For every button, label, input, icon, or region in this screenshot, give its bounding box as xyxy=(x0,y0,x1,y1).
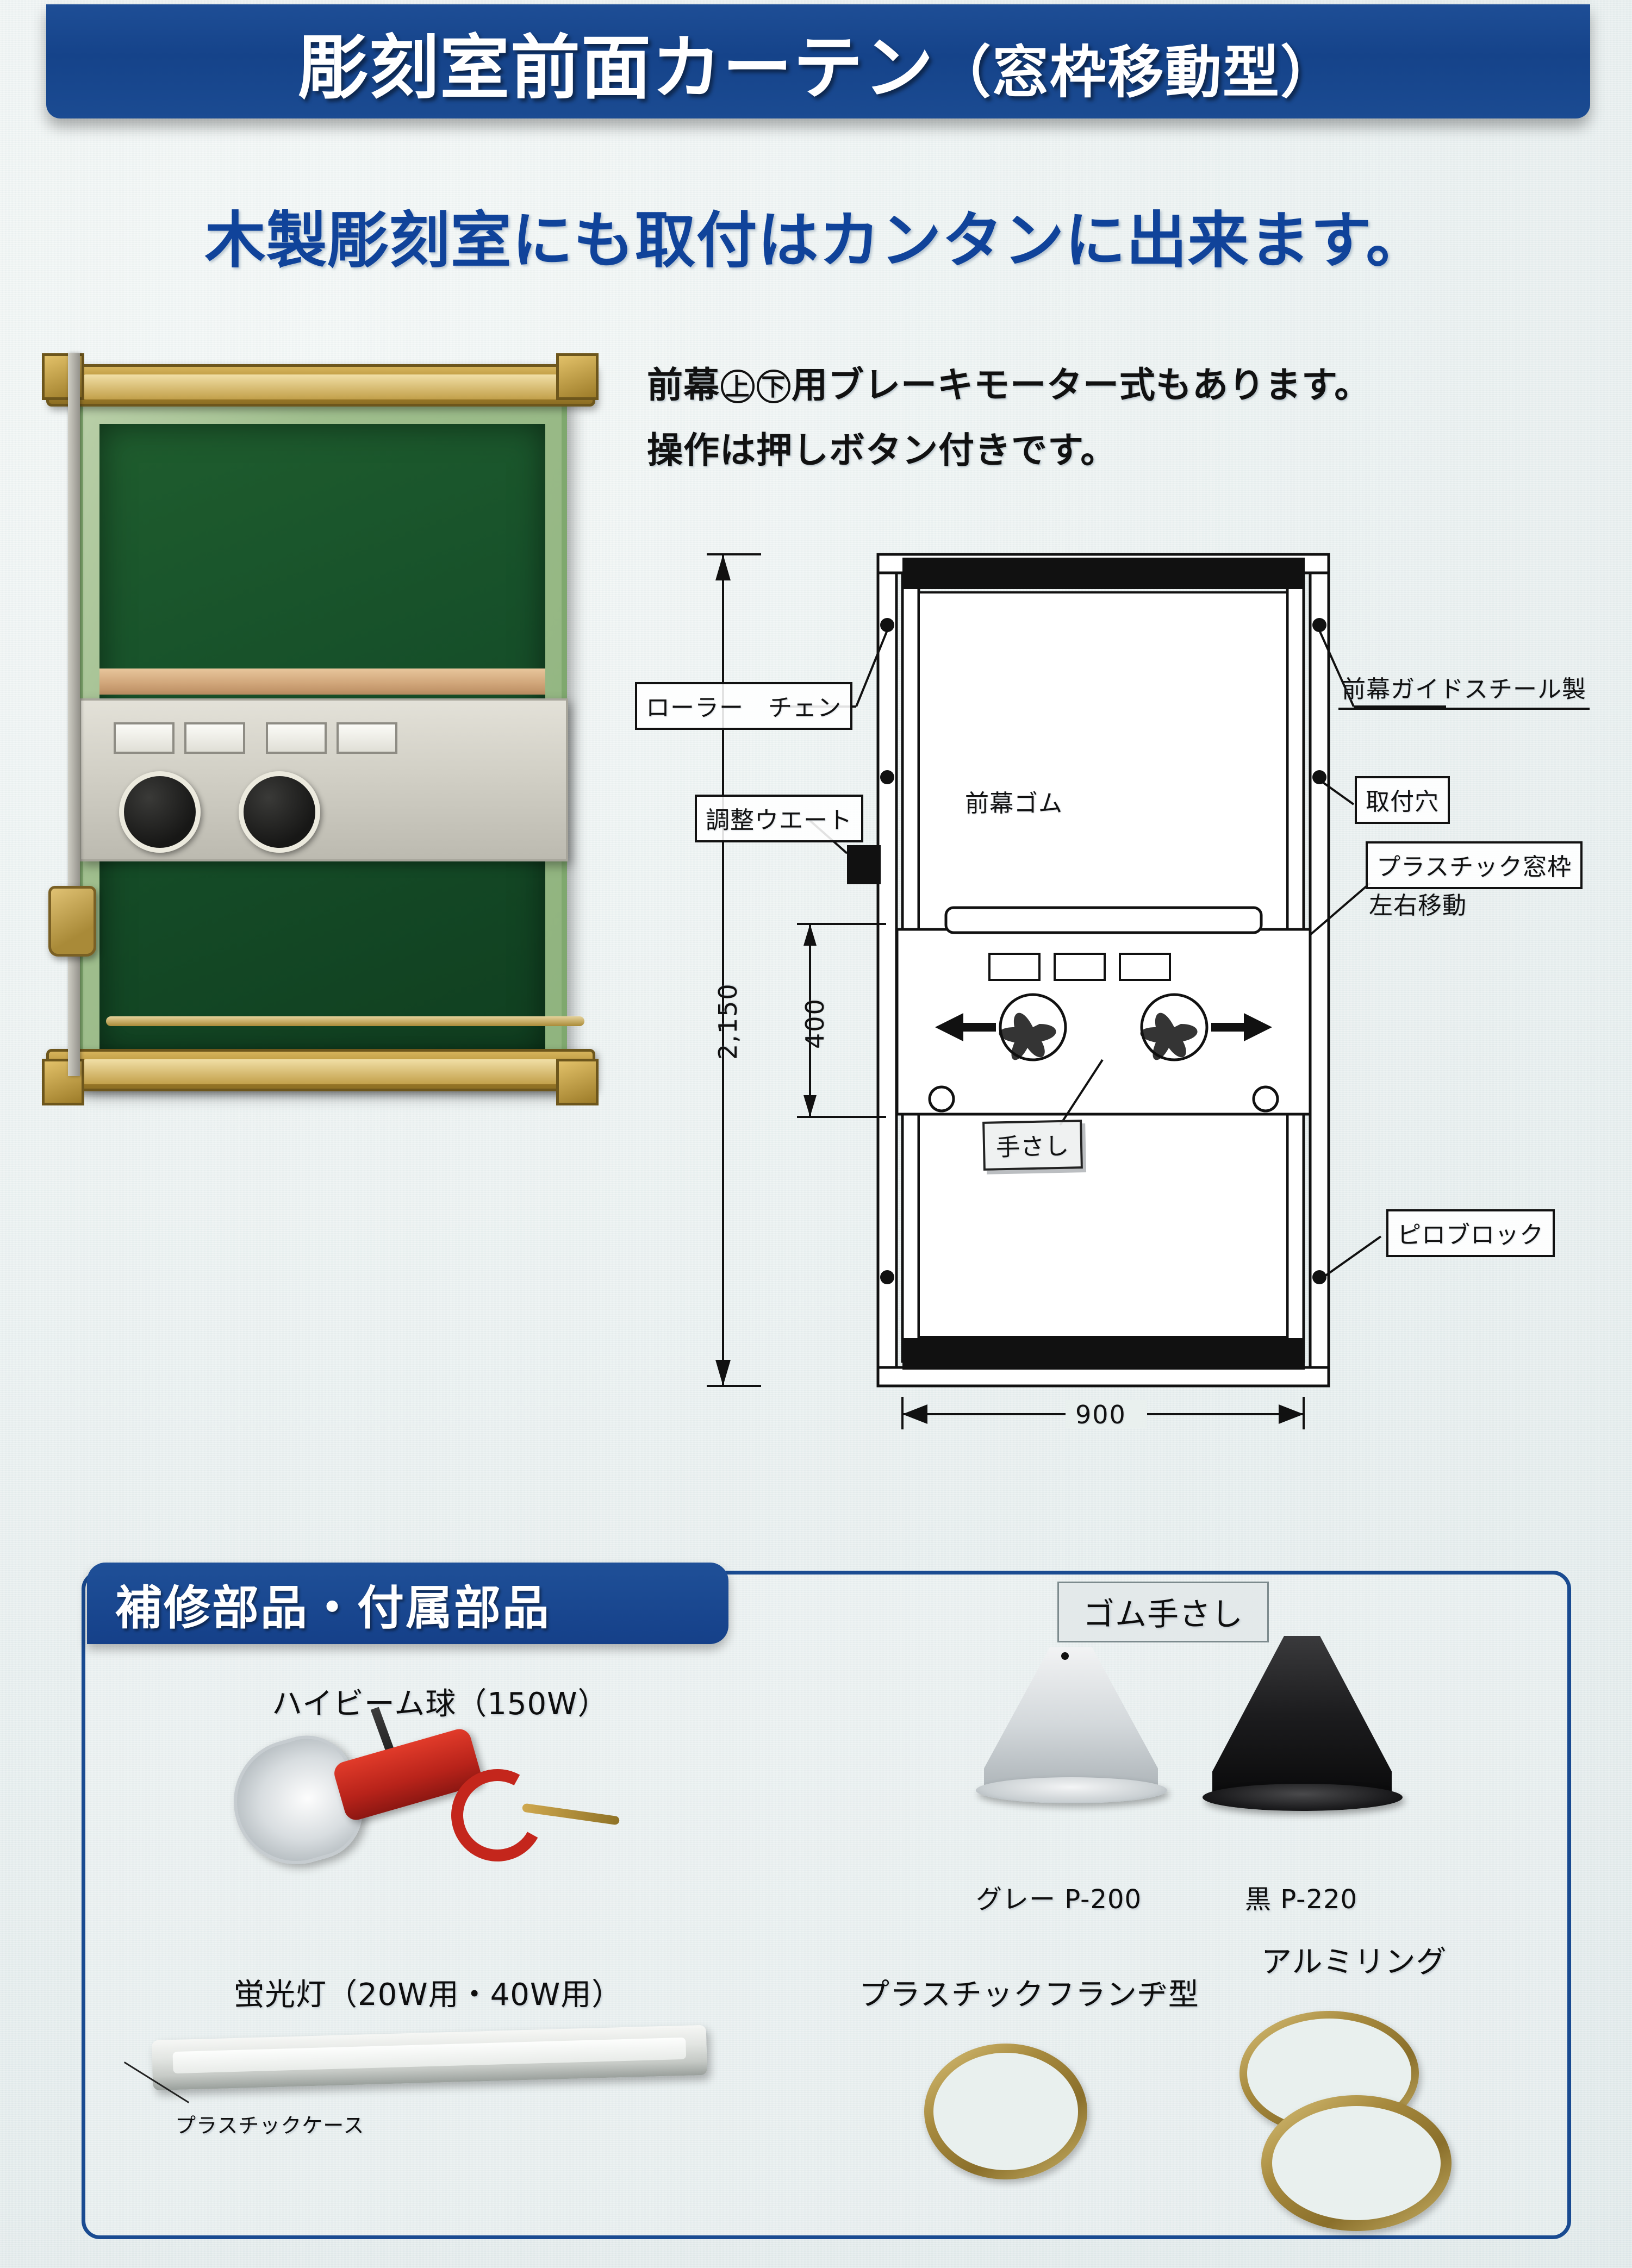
plastic-flange-ring xyxy=(924,2044,1087,2179)
label-lateral-movement: 左右移動 xyxy=(1369,892,1467,920)
photo-corner-bracket xyxy=(556,1059,599,1105)
photo-slot xyxy=(266,722,327,754)
page-title-main: 彫刻室前面カーテン xyxy=(298,27,935,109)
photo-control-panel xyxy=(79,698,568,861)
dimension-frame-height: 400 xyxy=(800,998,830,1049)
machine-photo xyxy=(30,342,612,1130)
dimension-total-height: 2,150 xyxy=(713,983,743,1060)
label-mounting-hole: 取付穴 xyxy=(1355,776,1450,824)
label-front-curtain-guide: 前幕ガイドスチール製 xyxy=(1338,670,1590,710)
part-label-aluminum-ring: アルミリング xyxy=(1261,1945,1447,1980)
photo-slot xyxy=(337,722,397,754)
parts-panel-header: 補修部品・付属部品 xyxy=(87,1563,728,1644)
label-plastic-window-frame: プラスチック窓枠 xyxy=(1366,841,1583,889)
technical-diagram: ローラー チェン 調整ウエート 前幕ゴム 前幕ガイドスチール製 取付穴 プラスチ… xyxy=(631,549,1604,1429)
part-label-black-p220: 黒 P-220 xyxy=(1245,1884,1358,1915)
diagram-drawing xyxy=(707,553,1446,1429)
photo-slot xyxy=(114,722,175,754)
gray-cone-base xyxy=(976,1777,1167,1803)
photo-corner-bracket xyxy=(556,353,599,400)
circled-up-icon: 上 xyxy=(721,370,755,403)
note-line-2: 操作は押しボタン付きです。 xyxy=(647,429,1117,471)
part-label-plastic-flange: プラスチックフランヂ型 xyxy=(859,1977,1199,2013)
note-line-1-suffix: 用ブレーキモーター式もあります。 xyxy=(792,364,1371,406)
photo-counter-weight xyxy=(48,886,96,957)
label-adjust-weight: 調整ウエート xyxy=(695,795,863,842)
rubber-hand-insert-header: ゴム手さし xyxy=(1057,1582,1269,1642)
photo-top-roller xyxy=(46,364,595,407)
label-roller-chain: ローラー チェン xyxy=(635,682,852,730)
photo-bottom-roller xyxy=(46,1049,595,1091)
circled-down-icon: 下 xyxy=(757,370,790,403)
part-label-high-beam-bulb: ハイビーム球（150W） xyxy=(272,1686,609,1722)
note-line-1-prefix: 前幕 xyxy=(647,364,720,406)
label-hand-insert: 手さし xyxy=(982,1120,1083,1171)
label-front-curtain-rubber: 前幕ゴム xyxy=(965,790,1063,817)
photo-bottom-rod xyxy=(106,1016,584,1026)
photo-slot xyxy=(184,722,245,754)
part-label-gray-p200: グレー P-200 xyxy=(976,1884,1142,1915)
note-line-1: 前幕上下用ブレーキモーター式もあります。 xyxy=(647,356,1371,408)
photo-hand-port xyxy=(119,771,201,853)
parts-panel-header-label: 補修部品・付属部品 xyxy=(115,1580,551,1635)
photo-side-rail xyxy=(68,353,80,1076)
part-label-plastic-case: プラスチックケース xyxy=(175,2114,365,2138)
gray-cone-hole xyxy=(1061,1652,1069,1660)
page-title-suffix: （窓枠移動型） xyxy=(935,39,1338,105)
label-pillow-block: ピロブロック xyxy=(1386,1209,1555,1257)
photo-hand-port xyxy=(239,771,320,853)
black-cone-base xyxy=(1203,1784,1403,1811)
page-title: 彫刻室前面カーテン（窓枠移動型） xyxy=(298,11,1338,112)
title-banner: 彫刻室前面カーテン（窓枠移動型） xyxy=(46,4,1590,118)
page-subtitle: 木製彫刻室にも取付はカンタンに出来ます。 xyxy=(204,205,1428,276)
dimension-width: 900 xyxy=(1075,1400,1126,1429)
photo-wood-band xyxy=(99,668,545,695)
part-label-fluorescent: 蛍光灯（20W用・40W用） xyxy=(234,1977,623,2013)
aluminum-ring-lower xyxy=(1261,2095,1452,2231)
